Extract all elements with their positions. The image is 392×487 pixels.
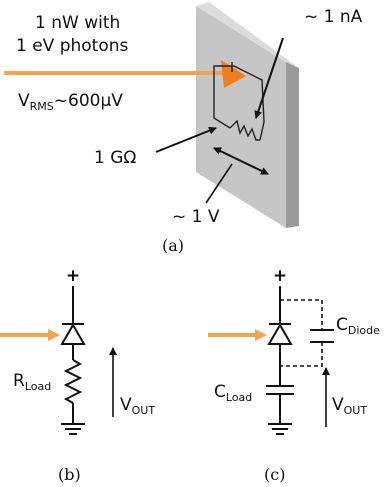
voltage-span-arrow xyxy=(213,147,269,175)
ground-b xyxy=(61,423,85,435)
caption-b: (b) xyxy=(58,465,81,484)
panel-a: 1 nW with 1 eV photons VRMS~600μV ~ 1 nA… xyxy=(4,2,363,255)
optical-power-line1: 1 nW with xyxy=(35,13,120,33)
light-beam xyxy=(4,60,246,88)
photodiode-c xyxy=(267,323,293,345)
vrms-main: V xyxy=(18,91,30,111)
panel-b: + RLoad VOUT (b) xyxy=(0,266,155,484)
load-resistor xyxy=(63,359,83,404)
caption-c: (c) xyxy=(264,465,285,484)
current-arrow xyxy=(254,37,284,119)
vrms-value: ~600μV xyxy=(54,91,124,111)
cdiode-label: CDiode xyxy=(336,315,380,337)
vout-label-c: VOUT xyxy=(332,395,367,417)
optical-power-line2: 1 eV photons xyxy=(16,36,129,56)
caption-a: (a) xyxy=(162,236,184,255)
panel-c: + CDiode xyxy=(208,266,380,484)
current-label: ~ 1 nA xyxy=(304,7,363,27)
voltage-leader xyxy=(205,163,233,204)
load-capacitor xyxy=(266,385,294,395)
plate-circuit xyxy=(213,62,265,141)
vrms-label: VRMS~600μV xyxy=(18,91,123,113)
rload-label: RLoad xyxy=(13,371,51,393)
supply-plus-b: + xyxy=(66,266,80,286)
vrms-subscript: RMS xyxy=(30,100,54,113)
voltage-label: ~ 1 V xyxy=(172,207,220,227)
diode-capacitance xyxy=(280,299,334,367)
resistor-arrow xyxy=(155,126,217,153)
resistance-label: 1 GΩ xyxy=(94,148,136,168)
supply-plus-c: + xyxy=(273,266,287,286)
photodiode-b xyxy=(60,323,86,345)
ground-c xyxy=(268,423,292,435)
vout-label-b: VOUT xyxy=(120,395,155,417)
cload-label: CLoad xyxy=(214,382,252,404)
